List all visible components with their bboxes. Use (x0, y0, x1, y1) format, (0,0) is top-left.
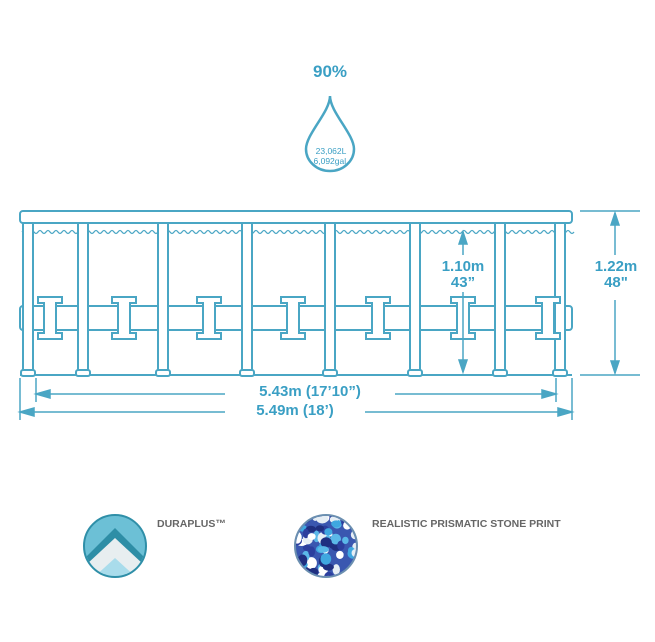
leg-foot (75, 369, 91, 377)
stone (296, 531, 302, 544)
water-depth-m: 1.10m (441, 258, 485, 275)
frame-leg (22, 222, 34, 374)
stone (302, 528, 310, 539)
leg-foot (322, 369, 338, 377)
frame-leg (494, 222, 506, 374)
feature-stone-print: REALISTIC PRISMATIC STONE PRINT (372, 518, 561, 530)
stone (307, 533, 316, 541)
stone (336, 550, 344, 559)
fill-volume: 23,062L 6,092gal. (296, 146, 366, 166)
feature-duraplus: DURAPLUS™ (157, 518, 226, 530)
stone (315, 525, 325, 532)
duraplus-icon (83, 514, 147, 578)
leg-foot (407, 369, 423, 377)
leg-foot (552, 369, 568, 377)
stone (308, 546, 316, 557)
fill-percent: 90% (312, 62, 348, 81)
pool-frame-diagram (17, 210, 640, 420)
frame-leg (409, 222, 421, 374)
rail-connector (365, 296, 391, 340)
frame-leg (157, 222, 169, 374)
water-depth-label: 1.10m 43” (432, 259, 494, 291)
frame-leg (324, 222, 336, 374)
wall-height-in: 48" (604, 274, 628, 291)
leg-foot (155, 369, 171, 377)
stone (320, 537, 332, 548)
stone (330, 533, 342, 545)
stone (301, 516, 309, 520)
inner-diameter-label: 5.43m (17’10”) (225, 384, 395, 400)
water-drop-icon (304, 95, 356, 173)
stone-print-icon (294, 514, 358, 578)
stone (296, 567, 303, 574)
stone (337, 540, 345, 551)
stone (300, 573, 310, 576)
stone (317, 546, 329, 553)
stone (323, 571, 334, 576)
leg-foot (20, 369, 36, 377)
stone (324, 528, 333, 536)
rail-connector (37, 296, 63, 340)
wall-height-m: 1.22m (594, 258, 638, 275)
stone (305, 557, 317, 569)
rail-connector (280, 296, 306, 340)
stone (331, 520, 342, 528)
rail-connector (111, 296, 137, 340)
leg-foot (492, 369, 508, 377)
stone (342, 536, 349, 545)
rail-connector (196, 296, 222, 340)
stone (320, 553, 332, 565)
rail-connector (535, 296, 561, 340)
stone (296, 518, 301, 529)
water-depth-in: 43” (450, 274, 476, 291)
leg-foot (239, 369, 255, 377)
frame-leg (77, 222, 89, 374)
stone (346, 568, 355, 576)
outer-diameter-label: 5.49m (18’) (225, 403, 365, 419)
fill-gallons: 6,092gal. (313, 156, 349, 166)
wall-height-label: 1.22m 48" (586, 259, 646, 291)
frame-leg (241, 222, 253, 374)
stone (332, 564, 340, 576)
fill-liters: 23,062L (315, 146, 347, 156)
